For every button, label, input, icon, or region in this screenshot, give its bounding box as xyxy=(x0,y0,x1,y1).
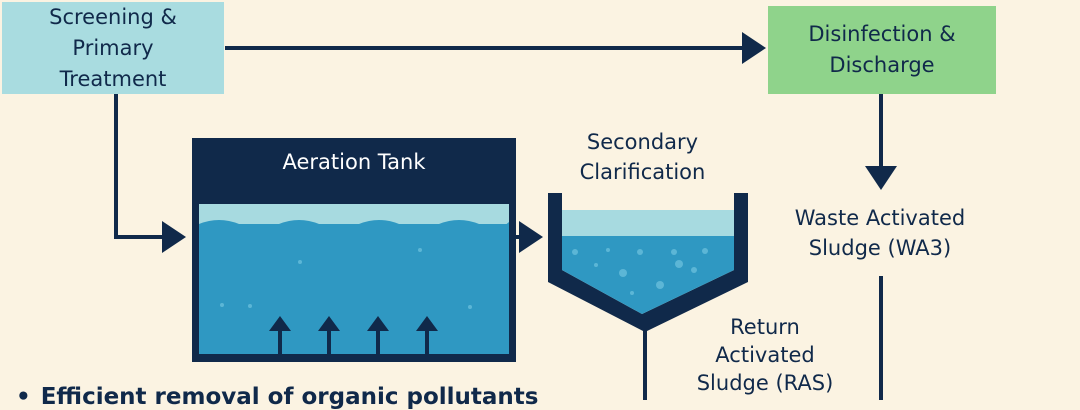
aeration-tank xyxy=(192,138,516,362)
screening-label: Screening & Primary Treatment xyxy=(49,4,177,91)
return-activated-sludge-label: Return Activated Sludge (RAS) xyxy=(696,315,834,395)
waste-activated-sludge-label: Waste Activated Sludge (WA3) xyxy=(794,206,966,260)
screening-primary-treatment-box: Screening & Primary Treatment xyxy=(2,2,224,94)
bullet-icon: • xyxy=(16,384,31,410)
disinfection-label: Disinfection & Discharge xyxy=(808,22,956,77)
ras-return-line xyxy=(643,276,883,400)
disinfection-discharge-box: Disinfection & Discharge xyxy=(768,6,996,94)
flow-connectors xyxy=(114,32,897,400)
aeration-tank-label: Aeration Tank xyxy=(282,150,426,174)
secondary-clarification-label: Secondary Clarification xyxy=(579,130,706,184)
benefit-text: Efficient removal of organic pollutants xyxy=(40,384,539,410)
benefit-bullet: • Efficient removal of organic pollutants xyxy=(16,384,539,410)
secondary-clarifier xyxy=(548,193,748,332)
arrow-screening-to-aeration xyxy=(114,94,186,253)
